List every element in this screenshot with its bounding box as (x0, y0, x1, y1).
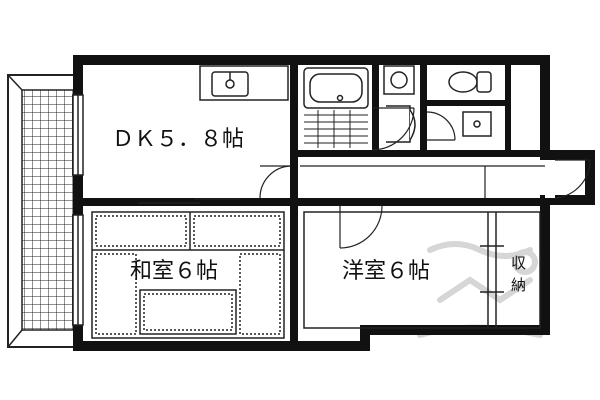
washitsu-label: 和室６帖 (130, 259, 218, 284)
wash-basin (386, 105, 416, 143)
dk-window (72, 94, 84, 176)
kitchen-sink (199, 65, 289, 101)
toilet (448, 71, 492, 93)
tatami-mats (91, 211, 285, 339)
bathtub (303, 67, 369, 109)
washitsu-window (72, 214, 84, 326)
washing-machine (383, 65, 415, 95)
bath-floor (304, 110, 368, 148)
balcony (7, 74, 77, 348)
dk-label: ＤＫ５．８帖 (112, 127, 244, 152)
youshitsu-room (303, 211, 541, 329)
youshitsu-label: 洋室６帖 (342, 259, 430, 284)
toilet-handwash (462, 111, 492, 137)
corridor (300, 165, 545, 198)
storage-label-top: 収 (511, 254, 526, 272)
door-swings (259, 107, 591, 249)
sliding-door (138, 198, 240, 204)
storage-label-bottom: 納 (511, 276, 526, 294)
